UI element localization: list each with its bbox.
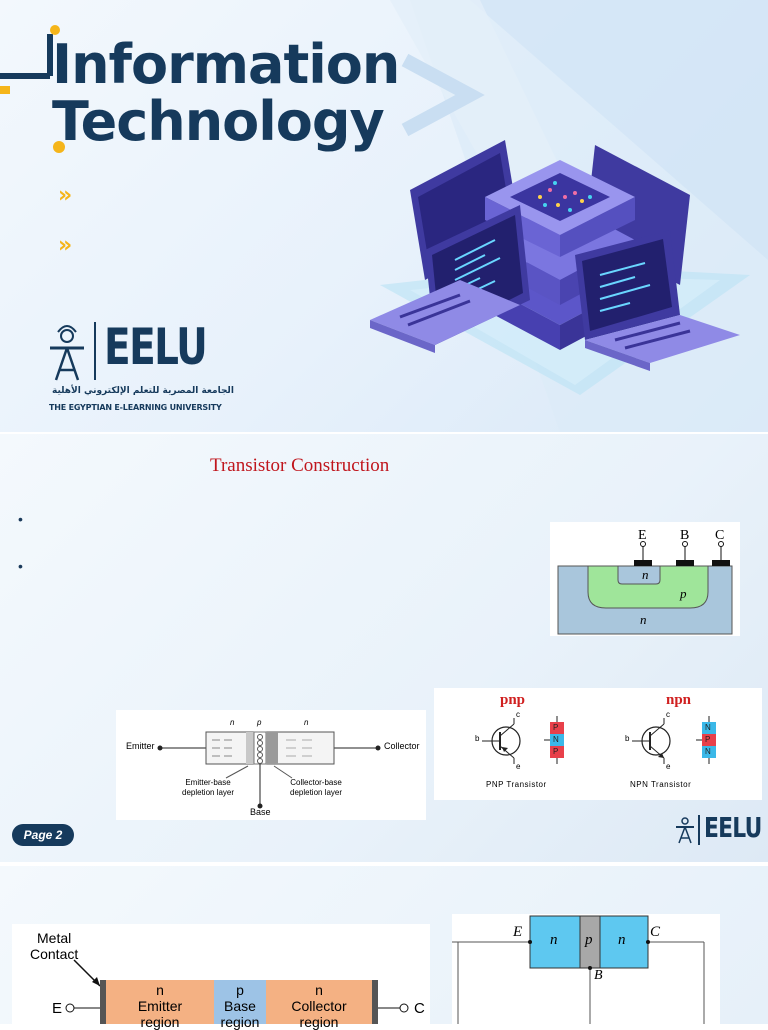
logo-divider bbox=[698, 815, 700, 845]
chevron-icon: » bbox=[58, 183, 73, 208]
slide-separator bbox=[0, 862, 768, 866]
chevron-icon: » bbox=[58, 233, 73, 258]
page-label: Page bbox=[23, 828, 53, 842]
npn-c-label: c bbox=[666, 710, 670, 719]
pnp-e-label: e bbox=[516, 762, 521, 771]
label-c: C bbox=[715, 528, 725, 543]
footer-eelu-logo: EELU bbox=[704, 811, 762, 844]
bullet-point: • bbox=[18, 558, 23, 574]
collector-depletion-label: Collector-base depletion layer bbox=[290, 778, 343, 797]
eelu-emblem-icon bbox=[676, 817, 694, 844]
collector-region-label: n Collector region bbox=[291, 982, 347, 1030]
base-label: Base bbox=[250, 807, 271, 817]
cross-section-diagram: E B C n p n bbox=[550, 522, 740, 636]
eelu-logo-text: EELU bbox=[104, 318, 208, 376]
logo-divider bbox=[94, 322, 96, 380]
p-region-label: p bbox=[585, 932, 593, 948]
emitter-depletion-label: Emitter-base depletion layer bbox=[182, 778, 235, 797]
pnp-layer-2: N bbox=[553, 735, 559, 744]
arabic-university-name: الجامعة المصرية للتعلم الإلكتروني الأهلي… bbox=[52, 386, 234, 396]
n-label-2: n bbox=[304, 718, 309, 727]
npn-layer-1: N bbox=[705, 723, 711, 732]
pnp-c-label: c bbox=[516, 710, 520, 719]
circuit-accent bbox=[0, 25, 60, 94]
label-b: B bbox=[680, 528, 690, 543]
npn-caption: NPN Transistor bbox=[630, 780, 692, 789]
pnp-title: pnp bbox=[500, 692, 526, 708]
e-label: E bbox=[513, 924, 523, 940]
pnp-caption: PNP Transistor bbox=[486, 780, 547, 789]
npn-b-label: b bbox=[625, 734, 630, 743]
npn-e-label: e bbox=[666, 762, 671, 771]
c-label: C bbox=[650, 924, 661, 940]
npn-block-diagram: E C B n p n bbox=[452, 914, 720, 1024]
pnp-layer-1: P bbox=[553, 723, 559, 732]
n-region-label-1: n bbox=[550, 932, 558, 948]
metal-contact-diagram: Metal Contact E C n Emitter region p Bas… bbox=[12, 924, 430, 1030]
collector-label: Collector bbox=[384, 741, 420, 751]
n-label-1: n bbox=[230, 718, 235, 727]
emitter-region-label: n bbox=[642, 567, 649, 582]
page-indicator: Page 2 bbox=[12, 824, 74, 846]
collector-region-label: n bbox=[640, 612, 647, 627]
emitter-label: Emitter bbox=[126, 741, 155, 751]
university-name: THE EGYPTIAN E-LEARNING UNIVERSITY bbox=[49, 403, 222, 412]
n-region-label-2: n bbox=[618, 932, 626, 948]
npn-title: npn bbox=[666, 692, 692, 708]
slide-title: Transistor Construction bbox=[210, 455, 390, 476]
b-label: B bbox=[594, 968, 603, 983]
c-terminal-label: C bbox=[414, 1000, 425, 1017]
emitter-region-label: n Emitter region bbox=[137, 982, 183, 1030]
pnp-npn-diagram: pnp npn P N P N P N c b e c b e PNP Tran… bbox=[434, 688, 762, 800]
e-terminal-label: E bbox=[52, 1000, 63, 1017]
pnp-layer-3: P bbox=[553, 747, 559, 756]
transistor-symbols bbox=[482, 716, 716, 764]
server-illustration bbox=[370, 140, 750, 395]
base-region-label: p bbox=[680, 586, 687, 601]
bullet-point: • bbox=[18, 511, 23, 527]
npn-layer-2: P bbox=[705, 735, 711, 744]
page-number: 2 bbox=[55, 828, 63, 842]
npn-layer-3: N bbox=[705, 747, 711, 756]
slide-separator bbox=[0, 432, 768, 434]
pnp-b-label: b bbox=[475, 734, 480, 743]
title-line-1: Information bbox=[52, 33, 400, 96]
eelu-emblem-icon bbox=[50, 325, 84, 381]
title-line-2: Technology bbox=[52, 90, 385, 153]
base-region-label: p Base region bbox=[220, 982, 260, 1030]
metal-contact-label: Metal Contact bbox=[30, 930, 79, 962]
title-slide: Information Technology » » bbox=[0, 0, 768, 432]
label-e: E bbox=[638, 528, 647, 543]
depletion-layer-diagram: Emitter Collector Base n p n Emitter-bas… bbox=[116, 710, 426, 820]
dot-accent bbox=[53, 141, 65, 153]
p-label: p bbox=[257, 718, 262, 727]
